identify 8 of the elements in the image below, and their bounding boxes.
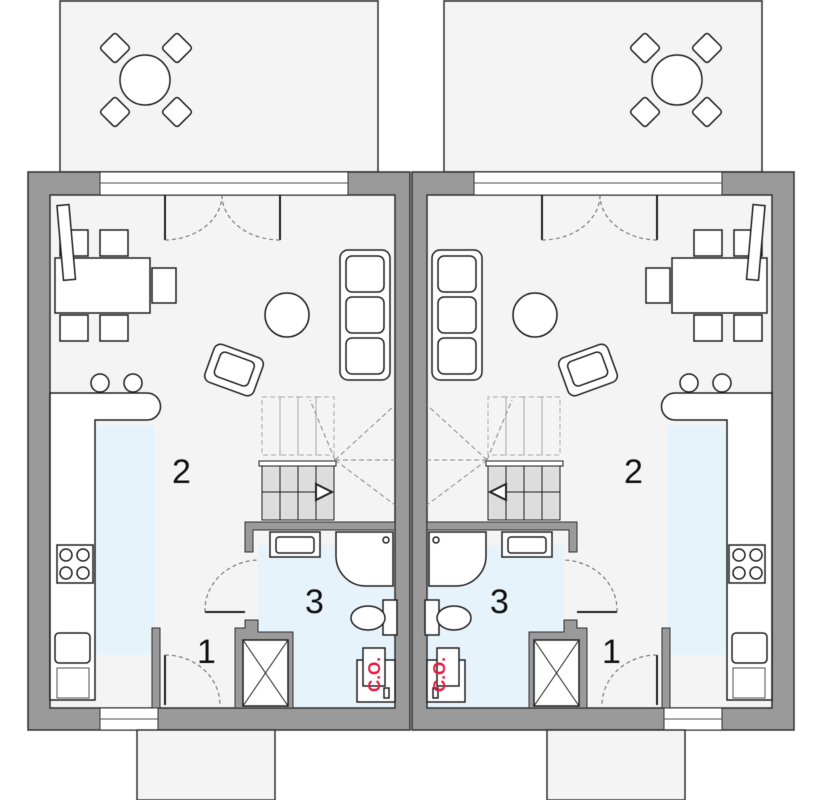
- room-number: 1: [602, 635, 621, 669]
- room-number: 3: [490, 585, 509, 619]
- room-number: 3: [305, 585, 324, 619]
- room-number: 1: [197, 635, 216, 669]
- boiler-label: C.O.: [430, 657, 448, 692]
- boiler-label: C.O.: [366, 657, 383, 692]
- room-number: 2: [172, 455, 191, 489]
- room-number: 2: [624, 455, 643, 489]
